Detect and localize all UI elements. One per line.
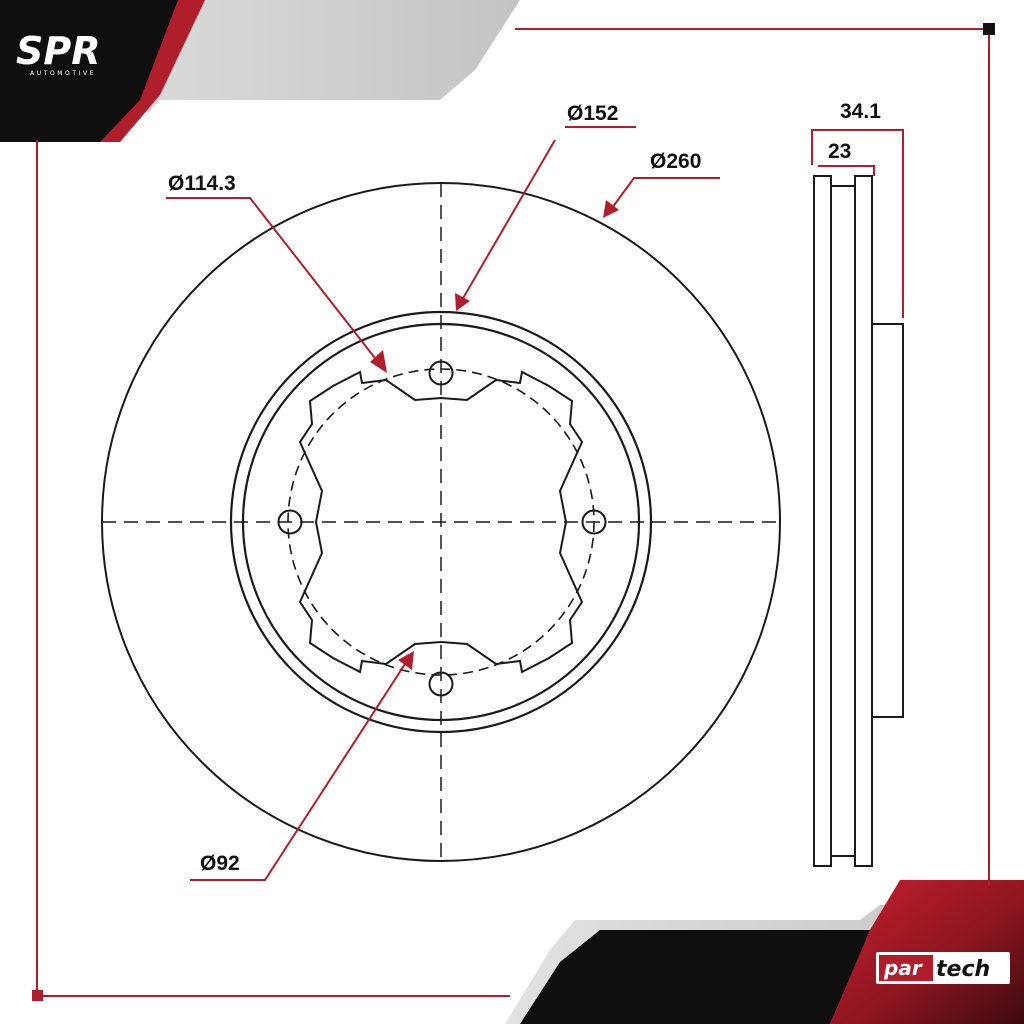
leader-outer bbox=[611, 177, 720, 209]
side-hub bbox=[871, 323, 904, 718]
bolt-hole-left bbox=[277, 509, 303, 535]
partech-logo-right: tech bbox=[936, 957, 990, 982]
partech-logo-left: par bbox=[883, 956, 923, 980]
leader-thickness bbox=[818, 165, 875, 176]
partech-logo-red bbox=[879, 955, 933, 981]
side-plate-left bbox=[813, 175, 832, 867]
label-overall-height: 34.1 bbox=[840, 100, 881, 123]
disc-front-view bbox=[101, 182, 781, 862]
arrow-center-bore bbox=[398, 651, 414, 670]
leader-overall-height bbox=[811, 129, 904, 318]
arrow-bolt-circle bbox=[370, 350, 387, 373]
top-banner: SPR AUTOMOTIVE bbox=[0, 0, 520, 142]
leader-center-bore bbox=[190, 663, 406, 881]
leader-bolt-circle bbox=[166, 197, 379, 363]
spr-logo: SPR bbox=[16, 29, 100, 73]
bolt-hole-top bbox=[428, 360, 454, 386]
bottom-black-band bbox=[520, 930, 870, 1024]
frame-corner-top-right bbox=[983, 23, 995, 35]
spr-tagline: AUTOMOTIVE bbox=[30, 70, 96, 77]
arrow-outer bbox=[603, 200, 619, 218]
label-center-bore: Ø92 bbox=[200, 852, 240, 875]
center-bore-outline bbox=[298, 370, 584, 674]
leader-hub bbox=[461, 139, 556, 301]
red-frame bbox=[36, 28, 990, 997]
banner-red-edge bbox=[100, 0, 205, 142]
hub-outer-circle bbox=[229, 310, 653, 734]
label-thickness: 23 bbox=[828, 140, 851, 163]
bolt-hole-bottom bbox=[428, 671, 454, 697]
disc-side-view bbox=[813, 175, 904, 867]
dimension-arrowheads bbox=[370, 200, 619, 670]
banner-black-base bbox=[0, 108, 115, 142]
bolt-hole-right bbox=[581, 509, 607, 535]
bottom-banner: par tech bbox=[505, 880, 1024, 1024]
frame-corner-bottom-left bbox=[32, 990, 43, 1001]
label-hub-diameter: Ø152 bbox=[567, 102, 618, 125]
dimension-leaders bbox=[166, 126, 904, 881]
arrow-hub bbox=[455, 293, 470, 311]
label-outer-diameter: Ø260 bbox=[650, 150, 701, 173]
side-plate-right bbox=[854, 175, 873, 867]
label-bolt-circle: Ø114.3 bbox=[168, 172, 236, 195]
